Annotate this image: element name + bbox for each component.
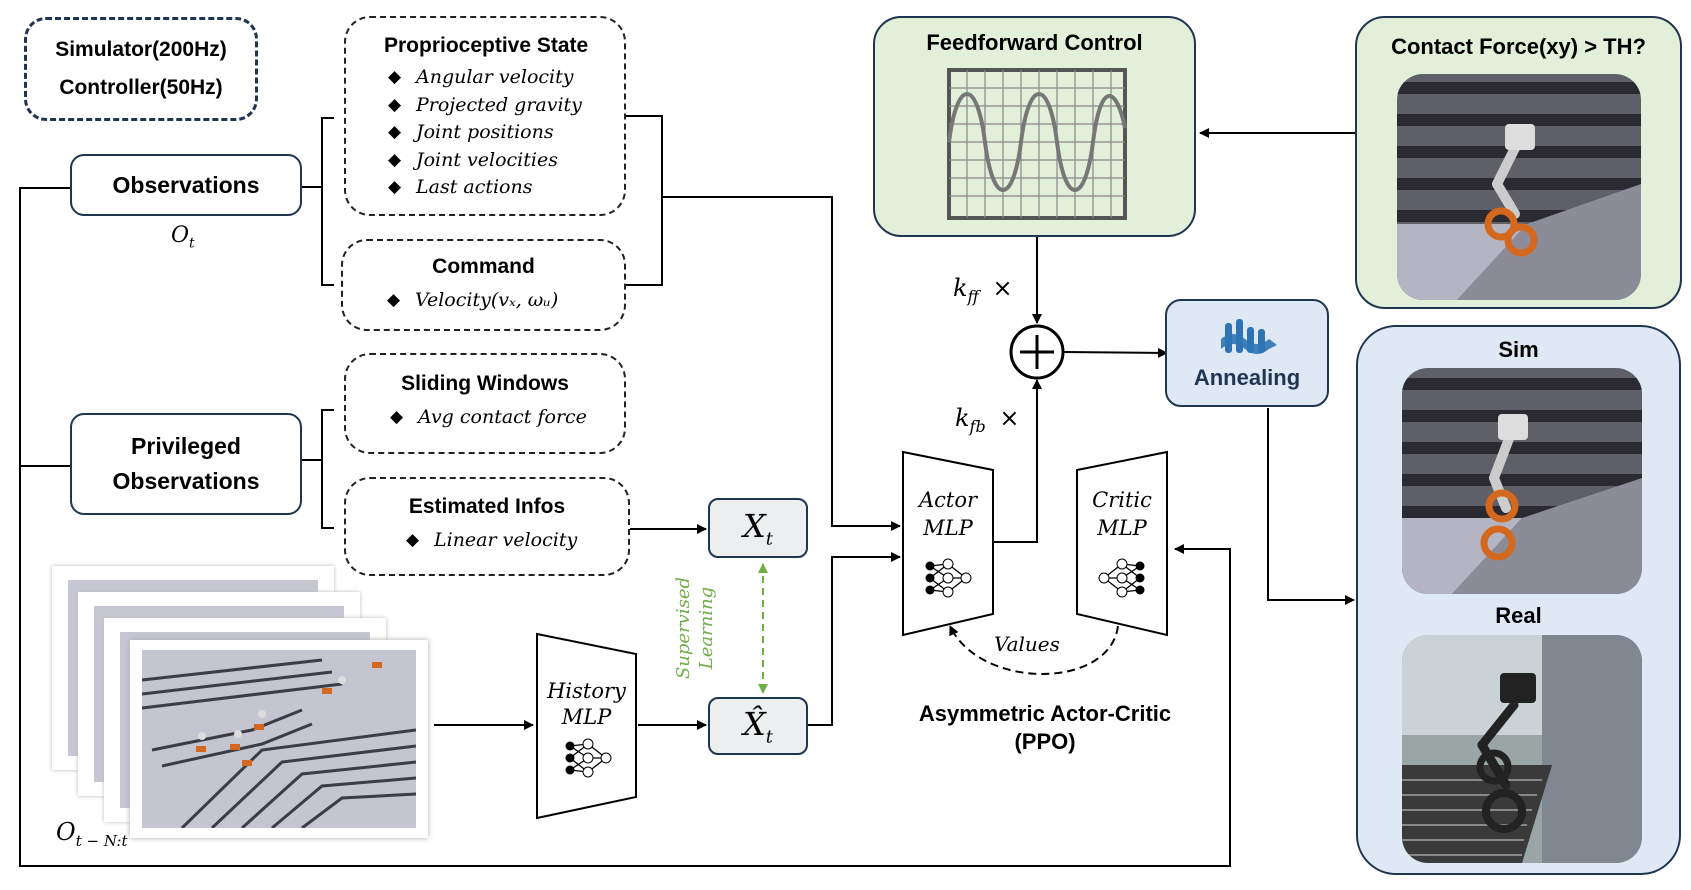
- oscilloscope-icon: [947, 68, 1127, 220]
- annealing-icon: [1221, 319, 1277, 354]
- ppo-line2: (PPO): [1014, 729, 1076, 754]
- observations-box[interactable]: Observations: [70, 154, 302, 216]
- command-title: Command: [432, 255, 535, 278]
- estimated-item: Linear velocity: [402, 527, 628, 555]
- history-mlp-shape: [536, 632, 637, 820]
- kfb-gain: kfb ×: [955, 404, 1020, 436]
- supervised-learning-label: Supervised Learning: [655, 576, 735, 680]
- xhat-box: X̂t: [708, 697, 808, 755]
- observations-brace: [302, 117, 334, 286]
- actor-mlp-shape: [902, 450, 994, 637]
- privileged-line1: Privileged: [131, 433, 241, 459]
- simulator-rate: Simulator(200Hz): [55, 38, 227, 61]
- proprio-item: Joint positions: [384, 119, 624, 147]
- actor-mlp-label: Actor MLP: [903, 486, 993, 542]
- observations-label: Observations: [112, 171, 260, 198]
- supervised-line2: Learning: [696, 586, 717, 670]
- proprioceptive-box: Proprioceptive State Angular velocity Pr…: [344, 16, 626, 216]
- sliding-title: Sliding Windows: [401, 372, 569, 395]
- proprio-command-join: [626, 115, 900, 526]
- critic-mlp-shape: [1076, 450, 1168, 637]
- contact-force-panel: Contact Force(xy) > TH?: [1355, 16, 1682, 309]
- estimated-infos-box: Estimated Infos Linear velocity: [344, 477, 630, 576]
- privileged-line2: Observations: [112, 468, 260, 494]
- annealing-label: Annealing: [1193, 365, 1301, 390]
- ppo-caption: Asymmetric Actor-Critic (PPO): [880, 700, 1210, 756]
- proprio-item: Joint velocities: [384, 147, 624, 175]
- proprio-item: Last actions: [384, 174, 624, 202]
- history-frame-front: [130, 640, 428, 838]
- actor-nn-icon: [925, 558, 972, 598]
- proprioceptive-title: Proprioceptive State: [384, 34, 589, 57]
- annealing-box: Annealing: [1165, 299, 1329, 407]
- proprio-item: Projected gravity: [384, 92, 624, 120]
- loop-line: [19, 187, 1231, 867]
- sim-label: Sim: [1498, 337, 1539, 362]
- xt-symbol: Xt: [742, 506, 773, 550]
- history-line2: MLP: [561, 705, 612, 729]
- controller-rate: Controller(50Hz): [59, 76, 223, 99]
- sliding-item: Avg contact force: [386, 404, 624, 432]
- terrain-image: [142, 650, 416, 828]
- history-nn-icon: [565, 738, 612, 778]
- annealing-to-deploy: [1267, 408, 1355, 605]
- privileged-observations-box[interactable]: Privileged Observations: [70, 413, 302, 515]
- critic-line1: Critic: [1092, 488, 1152, 512]
- deployment-panel: Sim Real: [1356, 325, 1681, 875]
- values-arc: [949, 625, 1119, 675]
- contact-sim-image: [1397, 74, 1641, 300]
- command-item: Velocity(vₓ, ωᵤ): [383, 287, 624, 315]
- real-label: Real: [1495, 603, 1542, 628]
- history-line1: History: [547, 679, 626, 703]
- observations-symbol: Ot: [171, 223, 195, 252]
- values-label: Values: [994, 632, 1060, 656]
- history-mlp-label: History MLP: [537, 678, 636, 730]
- actor-line2: MLP: [923, 516, 973, 540]
- privileged-brace: [302, 409, 334, 529]
- feedforward-control-box: Feedforward Control: [873, 16, 1196, 237]
- command-box: Command Velocity(vₓ, ωᵤ): [341, 239, 626, 331]
- actor-line1: Actor: [918, 488, 978, 512]
- proprio-item: Angular velocity: [384, 64, 624, 92]
- xhat-symbol: X̂t: [742, 704, 773, 748]
- sliding-windows-box: Sliding Windows Avg contact force: [344, 353, 626, 454]
- critic-mlp-label: Critic MLP: [1077, 486, 1167, 542]
- rates-box: Simulator(200Hz) Controller(50Hz): [24, 17, 258, 121]
- supervised-line1: Supervised: [673, 576, 694, 680]
- sim-image: [1402, 368, 1642, 594]
- sine-wave: [947, 92, 1127, 192]
- ppo-line1: Asymmetric Actor-Critic: [918, 701, 1172, 726]
- critic-line2: MLP: [1097, 516, 1147, 540]
- sum-to-annealing: [1063, 347, 1168, 358]
- estimated-title: Estimated Infos: [408, 495, 566, 518]
- contact-title: Contact Force(xy) > TH?: [1391, 34, 1646, 59]
- kff-gain: kff ×: [953, 274, 1013, 306]
- feedforward-title: Feedforward Control: [926, 30, 1143, 55]
- xt-box: Xt: [708, 498, 808, 558]
- actor-to-sum: [993, 379, 1042, 543]
- critic-nn-icon: [1098, 558, 1145, 598]
- real-image: [1402, 635, 1642, 863]
- xhat-to-actor: [808, 552, 901, 726]
- history-symbol: Ot − N:t: [56, 818, 128, 850]
